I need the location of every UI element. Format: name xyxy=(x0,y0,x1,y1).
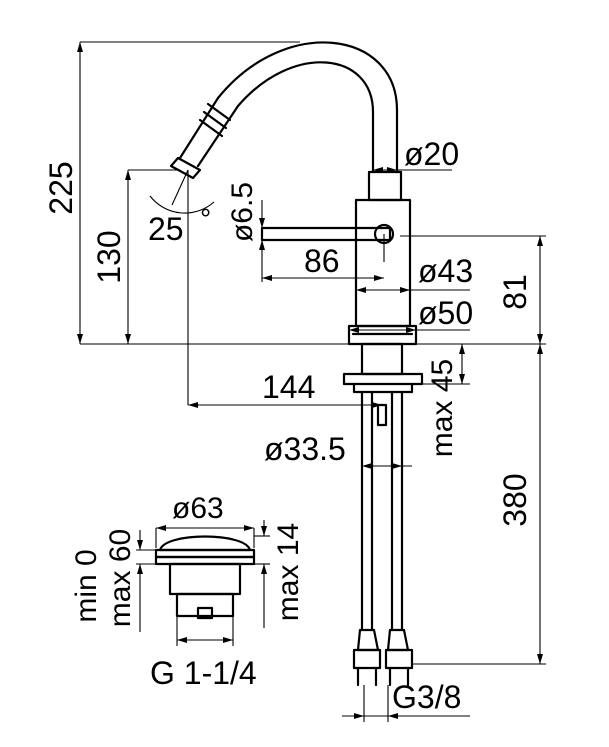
waste-outline xyxy=(154,535,256,620)
waste-head-diameter-label: ø63 xyxy=(172,492,224,525)
waste-height-label: max 14 xyxy=(272,523,305,621)
total-height-label: 225 xyxy=(43,161,79,214)
hose-connection-label: G3/8 xyxy=(392,679,461,715)
degree-symbol: ° xyxy=(200,203,211,234)
base-diameter-label: ø50 xyxy=(418,295,473,331)
waste-thread-label: G 1-1/4 xyxy=(150,655,257,691)
lever-length-label: 86 xyxy=(304,243,340,279)
shank-diameter-label: ø33.5 xyxy=(264,431,346,467)
body-diameter-label: ø43 xyxy=(418,253,473,289)
spout-height-label: 130 xyxy=(91,230,127,283)
waste-max-label: max 60 xyxy=(104,529,137,627)
reach-label: 144 xyxy=(262,369,315,405)
waste-dimension-lines xyxy=(136,520,270,646)
body-height-label: 81 xyxy=(497,274,533,310)
max-deck-thickness-label: max 45 xyxy=(426,359,459,457)
aerator-diameter-label: ø6.5 xyxy=(226,182,259,242)
hose-length-label: 380 xyxy=(497,473,533,526)
mixer-dimension-lines xyxy=(77,41,546,722)
spout-diameter-label: ø20 xyxy=(404,136,459,172)
waste-min-label: min 0 xyxy=(70,549,103,622)
mixer-outline xyxy=(80,41,546,687)
spout-angle-label: 25 xyxy=(148,211,184,247)
